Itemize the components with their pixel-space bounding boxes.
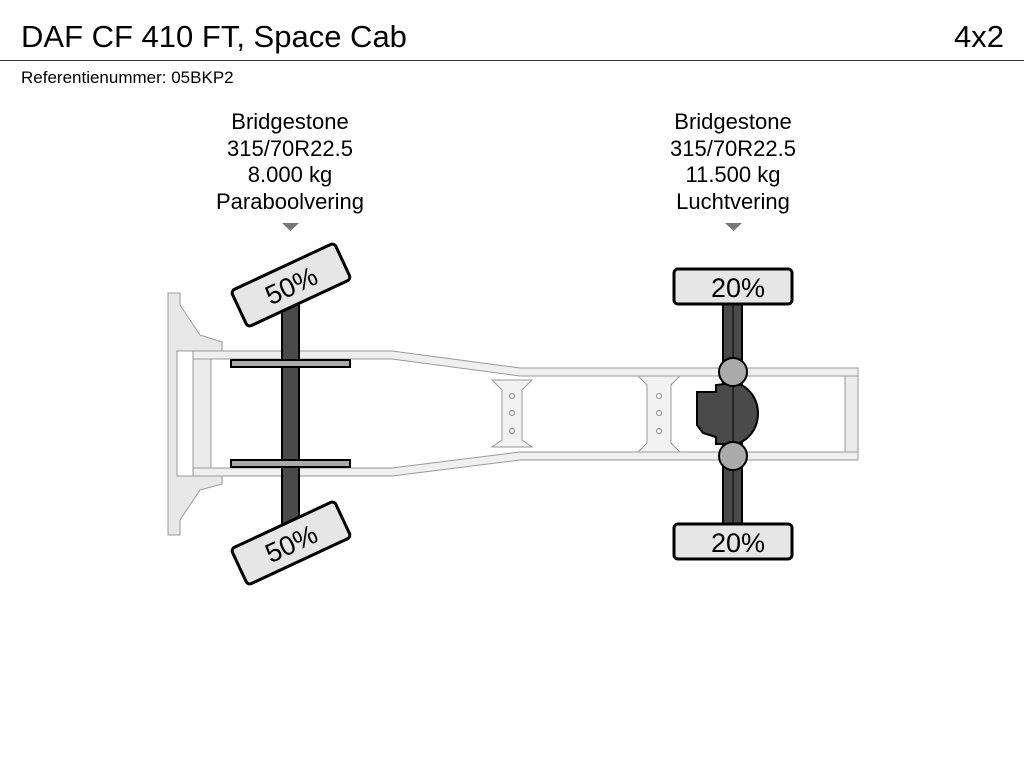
rear-axle-pointer-icon — [725, 223, 742, 231]
front-leaf-spring-top — [230, 359, 351, 368]
crossmember-2 — [636, 375, 682, 453]
frame-rail-bottom — [192, 451, 859, 477]
rear-tire-brand: Bridgestone — [674, 109, 792, 134]
front-leaf-spring-bottom — [230, 459, 351, 468]
differential — [696, 381, 759, 445]
crossmember-1 — [490, 379, 534, 448]
front-crossmember — [176, 350, 194, 477]
rear-suspension: Luchtvering — [676, 188, 790, 214]
front-tire-size: 315/70R22.5 — [227, 135, 353, 161]
front-suspension: Paraboolvering — [216, 188, 364, 214]
front-axle-capacity: 8.000 kg — [247, 162, 333, 187]
front-crossmember-inner — [192, 358, 212, 469]
rear-left-tread: 20% — [711, 273, 765, 303]
rear-axle-capacity: 11.500 kg — [685, 162, 781, 187]
rear-crossmember — [844, 375, 859, 453]
page-title: DAF CF 410 FT, Space Cab — [21, 19, 407, 54]
rear-axle-info: Bridgestone 315/70R22.5 11.500 kg Luchtv… — [613, 109, 853, 215]
front-axle-info: Bridgestone 315/70R22.5 8.000 kg Paraboo… — [170, 109, 410, 215]
rear-right-tire: 20% — [672, 522, 794, 561]
rear-tire-size: 315/70R22.5 — [670, 135, 796, 161]
rear-hub-top — [718, 357, 748, 387]
axle-configuration: 4x2 — [954, 19, 1004, 54]
front-tire-brand: Bridgestone — [231, 109, 349, 134]
header-divider — [0, 60, 1024, 61]
front-axle-pointer-icon — [282, 223, 299, 231]
rear-hub-bottom — [718, 441, 748, 471]
rear-left-tire: 20% — [672, 267, 794, 306]
reference-number: Referentienummer: 05BKP2 — [21, 68, 234, 87]
front-axle-beam — [281, 289, 300, 531]
rear-right-tread: 20% — [711, 528, 765, 558]
